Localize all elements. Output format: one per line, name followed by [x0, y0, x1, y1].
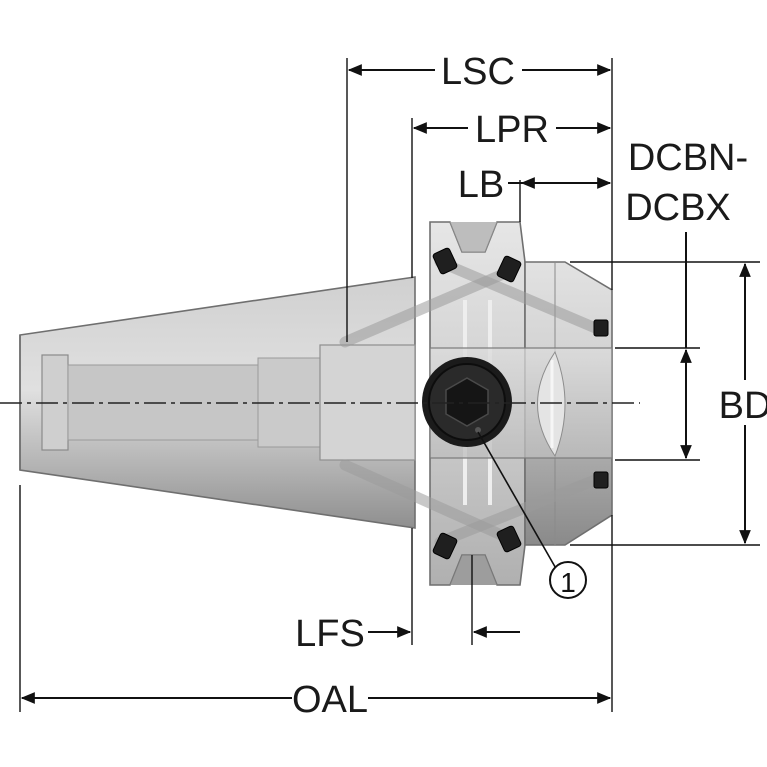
- clamping-screw: [422, 357, 512, 447]
- dimension-labels: LSC LPR LB DCBN- DCBX BD LFS OAL: [292, 51, 767, 721]
- label-lfs: LFS: [295, 613, 365, 655]
- label-lpr: LPR: [475, 109, 549, 151]
- extension-lines: [19, 58, 760, 712]
- label-lsc: LSC: [441, 51, 515, 93]
- set-screws: [432, 247, 609, 560]
- label-bd: BD: [719, 385, 767, 427]
- label-lb: LB: [458, 164, 504, 206]
- callout-1: 1: [549, 561, 587, 599]
- label-dcbn: DCBN-: [628, 137, 748, 179]
- dimension-lines: [20, 64, 751, 704]
- coolant-channels: [339, 256, 606, 548]
- label-dcbx: DCBX: [625, 187, 731, 229]
- callout-number: 1: [560, 567, 576, 598]
- label-oal: OAL: [292, 679, 368, 721]
